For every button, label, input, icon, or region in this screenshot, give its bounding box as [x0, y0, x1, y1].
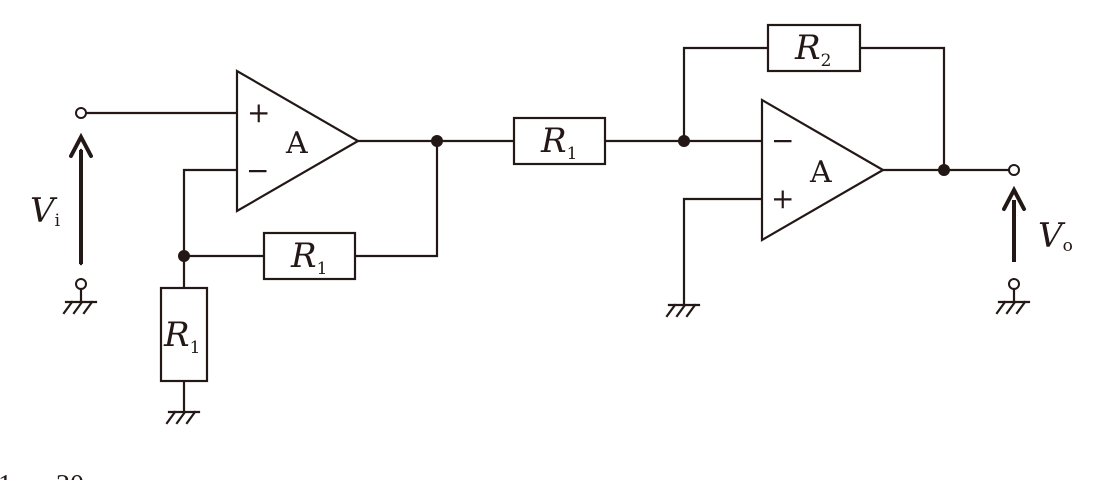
output-voltage-letter: V	[1038, 216, 1066, 256]
opamp-left-plus: +	[247, 96, 270, 129]
svg-text:R1: R1	[163, 315, 200, 358]
svg-text:R1: R1	[540, 121, 577, 164]
resistor-series-r1-letter: R	[540, 121, 567, 161]
svg-text:R2: R2	[794, 28, 831, 71]
ground-resistor-icon	[165, 410, 201, 425]
input-terminal	[75, 107, 87, 119]
resistor-series-r1-sub: 1	[567, 144, 578, 164]
ground-opamp-right-icon	[665, 303, 701, 318]
wires	[84, 46, 1012, 414]
resistor-feedback-r1: R1	[262, 231, 357, 281]
output-voltage-sub: o	[1063, 236, 1073, 256]
opamp-right-minus: −	[771, 124, 794, 157]
opamp-left-minus: −	[246, 154, 269, 187]
resistor-r2: R2	[766, 23, 862, 73]
svg-text:Vo: Vo	[1038, 216, 1073, 256]
wire-feedback-right	[353, 139, 439, 258]
resistor-r2-letter: R	[794, 28, 821, 68]
resistor-feedback-r1-letter: R	[290, 236, 317, 276]
ground-input-ref-icon	[62, 278, 98, 315]
input-voltage-arrow	[69, 132, 93, 266]
wire-noninverting-right	[682, 197, 764, 307]
junction-inverting-node	[678, 135, 690, 147]
input-voltage-sub: i	[55, 211, 61, 231]
resistor-ground-r1-letter: R	[163, 315, 190, 355]
wire-r2-left	[682, 46, 770, 143]
opamp-right-symbol: A	[809, 155, 832, 190]
ground-output-ref-icon	[995, 278, 1031, 315]
resistor-feedback-r1-sub: 1	[317, 259, 328, 279]
resistor-ground-r1-sub: 1	[190, 338, 201, 358]
wire-r2-right	[858, 46, 946, 172]
resistor-series-r1: R1	[512, 116, 607, 166]
output-voltage-arrow	[1002, 185, 1026, 262]
footer-left-number: 1	[0, 470, 12, 480]
svg-text:Vi: Vi	[30, 191, 61, 231]
opamp-right: − + A	[760, 98, 886, 242]
opamp-right-plus: +	[771, 182, 794, 215]
opamp-left: + − A	[235, 69, 361, 213]
resistor-r2-sub: 2	[821, 51, 832, 71]
opamp-left-symbol: A	[285, 126, 308, 161]
wire-inverting-left	[182, 168, 239, 290]
footer-right-number: 20	[56, 470, 84, 480]
resistor-ground-r1: R1	[159, 286, 209, 383]
input-voltage-letter: V	[30, 191, 58, 231]
output-terminal	[1008, 164, 1020, 176]
junction-left-node	[178, 250, 190, 262]
junction-opamp1-output	[431, 135, 443, 147]
svg-text:R1: R1	[290, 236, 327, 279]
junction-output	[938, 164, 950, 176]
